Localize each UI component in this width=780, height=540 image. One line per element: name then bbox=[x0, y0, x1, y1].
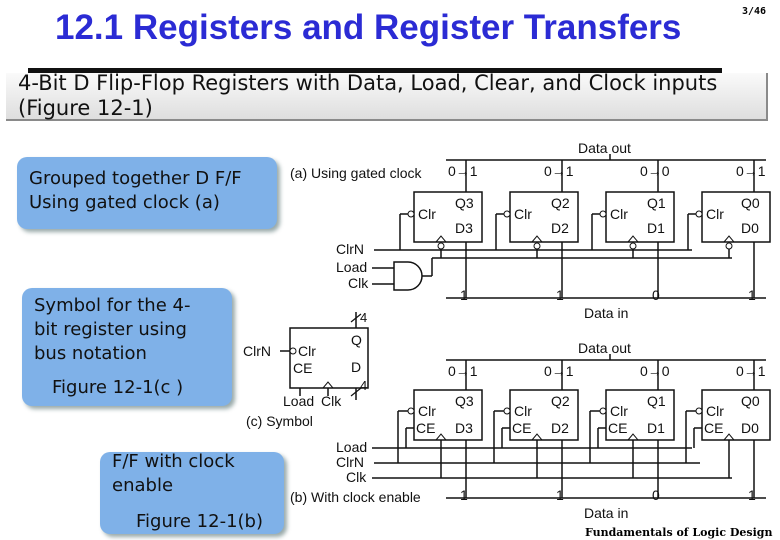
callout-clock-enable: F/F with clock enable Figure 12-1(b) bbox=[100, 451, 284, 534]
fig-b-data-out: Data out bbox=[578, 340, 631, 356]
fig-a-data-in: Data in bbox=[584, 305, 628, 321]
fig-b-ff1-clr: Clr bbox=[610, 403, 628, 419]
fig-c-clr: Clr bbox=[298, 343, 316, 359]
fig-b-ff-1: Clr CE Q1 D1 bbox=[599, 360, 675, 498]
fig-a-ff-2: Clr Q2 D2 bbox=[503, 160, 579, 298]
fig-b-input-3: 1 bbox=[460, 487, 468, 503]
fig-a-ff3-clr: Clr bbox=[418, 206, 436, 222]
fig-a-data-out: Data out bbox=[578, 140, 631, 156]
callout-gated-line-1: Grouped together D F/F bbox=[29, 168, 242, 189]
callout-enable-line-3: Figure 12-1(b) bbox=[136, 511, 264, 532]
fig-b-ff3-q: Q3 bbox=[455, 393, 474, 409]
fig-b-transition-3: 0→1 bbox=[448, 363, 478, 379]
fig-a-input-2: 1 bbox=[556, 287, 564, 303]
figure-c-symbol: 4 Q D ClrN Clr CE 4 Load Clk (c) Symbol bbox=[243, 310, 369, 429]
fig-b-ff-2: Clr CE Q2 D2 bbox=[503, 360, 579, 498]
callout-gated-clock: Grouped together D F/F Using gated clock… bbox=[17, 157, 277, 229]
figure-b: Data out 0→1 0→1 0→0 0→1 Clr CE Q3 D3 Cl… bbox=[290, 340, 771, 521]
fig-a-ff0-q: Q0 bbox=[741, 195, 760, 211]
fig-b-input-0: 1 bbox=[748, 487, 756, 503]
fig-a-transition-1: 0→0 bbox=[640, 163, 670, 179]
fig-b-ff0-ce: CE bbox=[704, 420, 723, 436]
figure-a: (a) Using gated clock Data out 0→1 0→1 0… bbox=[290, 140, 771, 321]
callout-symbol-line-3: bus notation bbox=[34, 343, 147, 364]
fig-c-load: Load bbox=[283, 393, 314, 409]
title-rule bbox=[28, 68, 722, 76]
fig-b-input-2: 1 bbox=[556, 487, 564, 503]
fig-a-load-label: Load bbox=[336, 259, 367, 275]
fig-b-ff3-d: D3 bbox=[455, 420, 473, 436]
fig-b-ff-0: Clr CE Q0 D0 bbox=[695, 360, 771, 498]
fig-b-transition-1: 0→0 bbox=[640, 363, 670, 379]
fig-b-clk-label: Clk bbox=[346, 469, 367, 485]
fig-a-input-0: 1 bbox=[748, 287, 756, 303]
fig-c-caption: (c) Symbol bbox=[246, 413, 313, 429]
fig-c-ce: CE bbox=[293, 360, 312, 376]
fig-a-ff0-d: D0 bbox=[741, 220, 759, 236]
fig-b-ff3-ce: CE bbox=[416, 420, 435, 436]
callout-symbol: Symbol for the 4- bit register using bus… bbox=[22, 288, 232, 406]
fig-c-clk: Clk bbox=[321, 393, 342, 409]
fig-b-ff-3: Clr CE Q3 D3 bbox=[407, 360, 483, 498]
fig-c-clrn: ClrN bbox=[243, 343, 271, 359]
callout-symbol-line-4: Figure 12-1(c ) bbox=[52, 377, 184, 398]
fig-a-ff3-d: D3 bbox=[455, 220, 473, 236]
fig-a-ff1-clr: Clr bbox=[610, 206, 628, 222]
fig-a-ff0-clr: Clr bbox=[706, 206, 724, 222]
fig-a-ff-1: Clr Q1 D1 bbox=[599, 160, 675, 298]
fig-b-ff3-clr: Clr bbox=[418, 403, 436, 419]
fig-b-input-1: 0 bbox=[652, 487, 660, 503]
fig-a-input-3: 1 bbox=[460, 287, 468, 303]
fig-b-transition-0: 0→1 bbox=[736, 363, 766, 379]
fig-b-ff1-q: Q1 bbox=[647, 393, 666, 409]
fig-b-ff0-clr: Clr bbox=[706, 403, 724, 419]
fig-a-and-gate bbox=[393, 261, 423, 291]
fig-b-data-in: Data in bbox=[584, 505, 628, 521]
fig-a-ff2-d: D2 bbox=[551, 220, 569, 236]
fig-b-ff0-d: D0 bbox=[741, 420, 759, 436]
fig-b-ff2-q: Q2 bbox=[551, 393, 570, 409]
fig-b-ff2-ce: CE bbox=[512, 420, 531, 436]
fig-a-transition-0: 0→1 bbox=[736, 163, 766, 179]
fig-a-ff1-d: D1 bbox=[647, 220, 665, 236]
fig-b-ff0-q: Q0 bbox=[741, 393, 760, 409]
fig-b-transition-2: 0→1 bbox=[544, 363, 574, 379]
footer-text: Fundamentals of Logic Design bbox=[585, 526, 773, 539]
fig-b-load-label: Load bbox=[336, 439, 367, 455]
fig-c-d: D bbox=[351, 359, 361, 375]
callout-enable-line-2: enable bbox=[112, 475, 174, 496]
fig-b-caption: (b) With clock enable bbox=[290, 489, 421, 505]
fig-a-transition-2: 0→1 bbox=[544, 163, 574, 179]
fig-b-ff1-ce: CE bbox=[608, 420, 627, 436]
fig-b-clrn-label: ClrN bbox=[336, 454, 364, 470]
fig-a-ff3-q: Q3 bbox=[455, 195, 474, 211]
callout-gated-line-2: Using gated clock (a) bbox=[29, 192, 220, 213]
fig-a-ff-0: Clr Q0 D0 bbox=[695, 160, 771, 298]
fig-a-transition-3: 0→1 bbox=[448, 163, 478, 179]
subtitle-text: 4-Bit D Flip-Flop Registers with Data, L… bbox=[18, 71, 739, 120]
fig-a-caption: (a) Using gated clock bbox=[290, 165, 423, 181]
fig-c-width-bottom: 4 bbox=[360, 378, 367, 393]
callout-symbol-line-1: Symbol for the 4- bbox=[34, 295, 191, 316]
fig-b-ff1-d: D1 bbox=[647, 420, 665, 436]
callout-symbol-line-2: bit register using bbox=[34, 319, 187, 340]
fig-b-ff2-d: D2 bbox=[551, 420, 569, 436]
fig-a-ff-3: Clr Q3 D3 bbox=[407, 160, 483, 298]
fig-a-ff1-q: Q1 bbox=[647, 195, 666, 211]
fig-a-ff2-q: Q2 bbox=[551, 195, 570, 211]
subtitle-box: 4-Bit D Flip-Flop Registers with Data, L… bbox=[6, 71, 768, 121]
fig-a-input-1: 0 bbox=[652, 287, 660, 303]
fig-c-q: Q bbox=[351, 332, 362, 348]
slide-title: 12.1 Registers and Register Transfers bbox=[55, 8, 682, 47]
callout-enable-line-1: F/F with clock bbox=[112, 451, 235, 472]
page-number: 3/46 bbox=[742, 6, 767, 17]
fig-a-clrn-label: ClrN bbox=[336, 241, 364, 257]
fig-a-clk-label: Clk bbox=[348, 275, 369, 291]
fig-c-register-box bbox=[289, 327, 369, 389]
fig-b-ff2-clr: Clr bbox=[514, 403, 532, 419]
fig-a-ff2-clr: Clr bbox=[514, 206, 532, 222]
fig-c-width-top: 4 bbox=[360, 310, 367, 325]
